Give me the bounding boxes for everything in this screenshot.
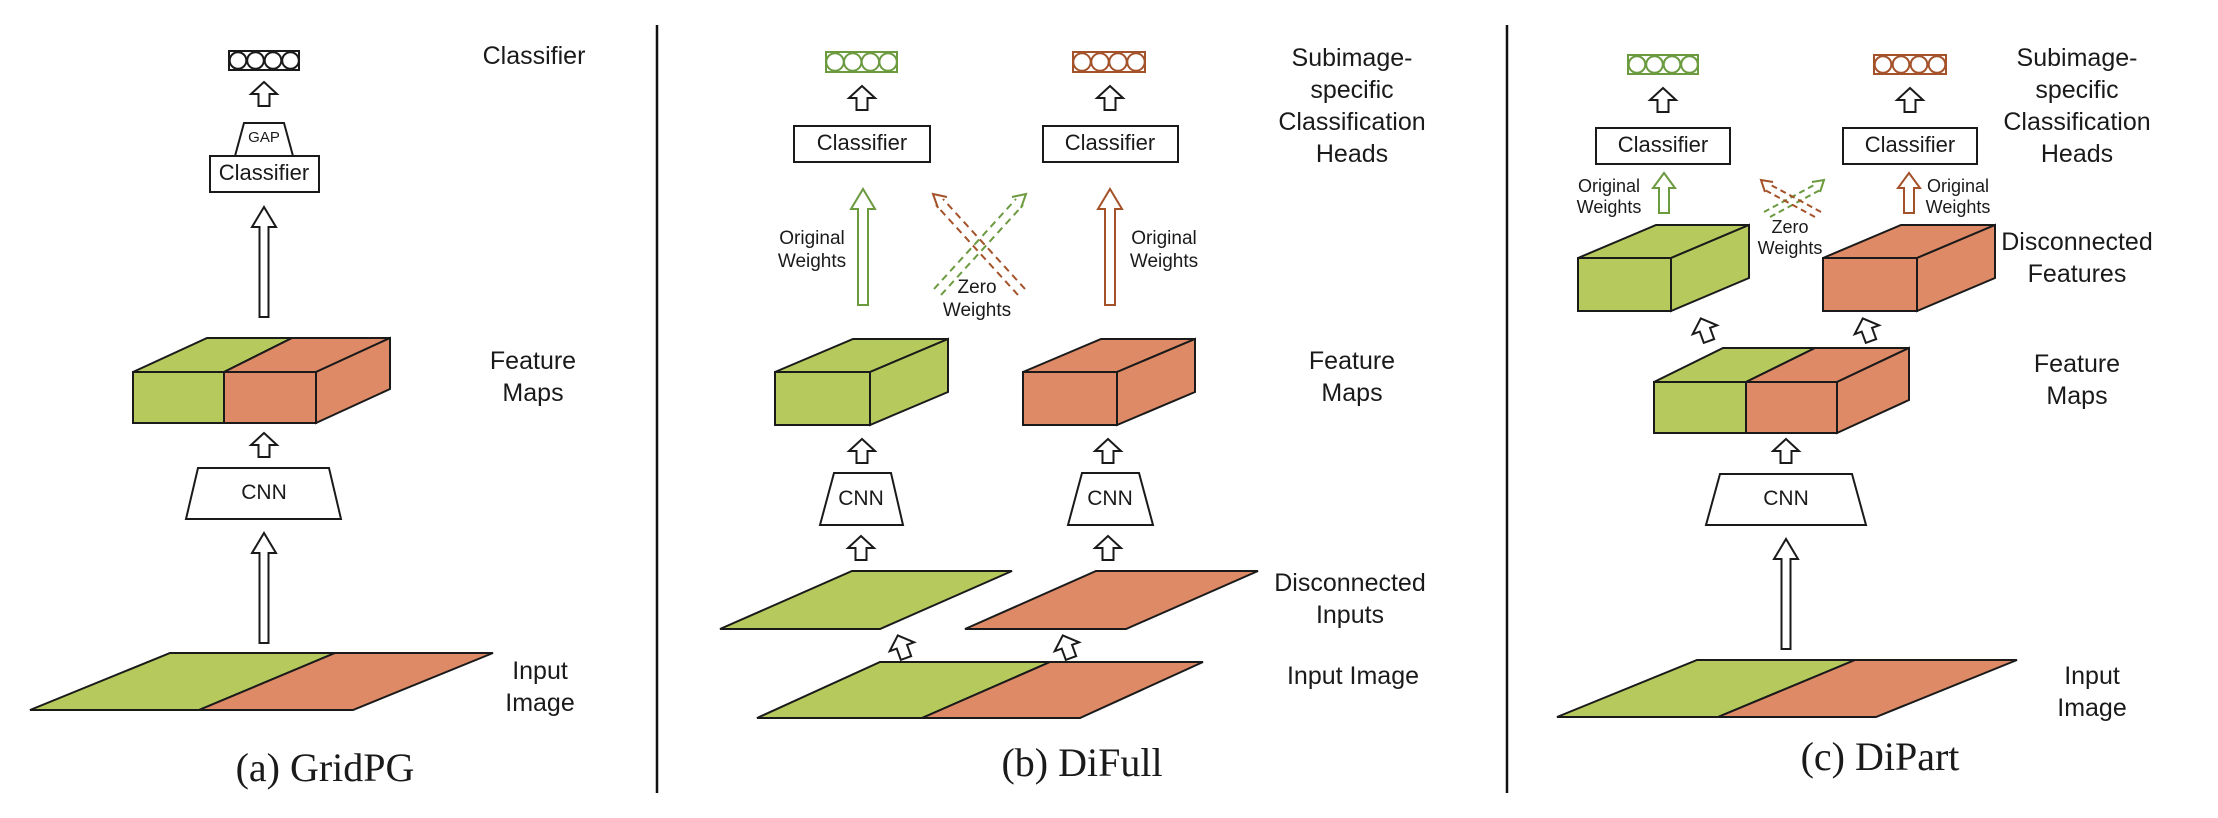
output-units-red-icon bbox=[1873, 54, 1947, 75]
input-image-shape bbox=[756, 661, 1204, 719]
disconnected-input-green bbox=[719, 570, 1013, 630]
gap-label: GAP bbox=[248, 129, 280, 146]
feature-maps-box bbox=[132, 336, 391, 425]
side-label-heads: Subimage- specific Classification Heads bbox=[2003, 44, 2151, 168]
side-label-heads: Subimage- specific Classification Heads bbox=[1278, 44, 1426, 168]
up-arrow-icon bbox=[1773, 538, 1799, 650]
panel-c-dipart bbox=[1556, 54, 2018, 718]
feature-maps-box-red bbox=[1022, 337, 1196, 427]
classifier-box-red bbox=[1042, 125, 1179, 163]
up-arrow-icon bbox=[1649, 87, 1677, 113]
up-arrow-icon bbox=[1772, 438, 1800, 464]
cnn-trapezoid bbox=[184, 467, 343, 520]
disconnected-features-box-green bbox=[1577, 223, 1750, 313]
side-label-input-image: Input Image bbox=[505, 657, 575, 717]
classifier-box-green bbox=[1595, 127, 1731, 165]
input-image-shape bbox=[29, 652, 494, 711]
tilted-up-arrow-icon bbox=[1849, 313, 1885, 347]
feature-maps-box bbox=[1653, 346, 1910, 435]
classifier-box bbox=[209, 155, 320, 193]
original-weights-arrow-green bbox=[850, 188, 876, 306]
cnn-label: CNN bbox=[1763, 487, 1809, 510]
panel-a-gridpg bbox=[29, 50, 494, 711]
output-units-red-icon bbox=[1072, 51, 1146, 73]
up-arrow-icon bbox=[251, 532, 277, 644]
side-label-input-image: Input Image bbox=[2057, 662, 2127, 722]
side-label-disconnected-inputs: Disconnected Inputs bbox=[1274, 569, 1426, 629]
classifier-box-label-green: Classifier bbox=[816, 130, 908, 155]
classifier-box-label-red: Classifier bbox=[1864, 132, 1956, 157]
zero-weights-cross-icon bbox=[931, 192, 1028, 296]
original-weights-label-red: Original Weights bbox=[1129, 228, 1199, 273]
output-units-icon bbox=[228, 50, 300, 71]
classifier-box-label-green: Classifier bbox=[1617, 132, 1709, 157]
side-label-input-image: Input Image bbox=[1286, 662, 1420, 690]
panel-b-caption: (b) DiFull bbox=[1001, 740, 1163, 785]
tilted-up-arrow-icon bbox=[1687, 313, 1723, 347]
classifier-box-label-red: Classifier bbox=[1064, 130, 1156, 155]
classifier-box-label: Classifier bbox=[218, 160, 310, 185]
output-units-green-icon bbox=[825, 51, 898, 73]
cnn-trapezoid-red bbox=[1066, 472, 1155, 526]
zero-weights-label: Zero Weights bbox=[1757, 217, 1823, 259]
original-weights-label-green: Original Weights bbox=[777, 228, 847, 273]
original-weights-label-green: Original Weights bbox=[1576, 176, 1642, 218]
cnn-label: CNN bbox=[241, 481, 287, 504]
feature-maps-box-green bbox=[774, 337, 949, 427]
up-arrow-icon bbox=[1094, 438, 1122, 464]
panel-b-difull bbox=[719, 51, 1259, 719]
disconnected-features-box-red bbox=[1822, 223, 1996, 313]
side-label-classifier: Classifier bbox=[482, 42, 586, 70]
input-image-shape bbox=[1556, 659, 2018, 718]
side-label-disconnected-features: Disconnected Features bbox=[2001, 228, 2153, 288]
disconnected-input-red bbox=[964, 570, 1259, 630]
panel-a-caption: (a) GridPG bbox=[235, 745, 415, 790]
zero-weights-cross-icon bbox=[1759, 178, 1826, 218]
up-arrow-icon bbox=[251, 206, 277, 318]
original-weights-arrow-red bbox=[1897, 172, 1921, 214]
tilted-up-arrow-icon bbox=[1049, 630, 1085, 664]
tilted-up-arrow-icon bbox=[884, 630, 920, 664]
classifier-box-red bbox=[1842, 127, 1978, 165]
side-label-feature-maps: Feature Maps bbox=[1308, 347, 1396, 407]
up-arrow-icon bbox=[1096, 85, 1124, 111]
original-weights-arrow-green bbox=[1652, 172, 1676, 214]
side-label-feature-maps: Feature Maps bbox=[2033, 350, 2121, 410]
up-arrow-icon bbox=[1094, 535, 1122, 561]
cnn-label-green: CNN bbox=[838, 487, 884, 510]
up-arrow-icon bbox=[848, 438, 876, 464]
up-arrow-icon bbox=[848, 85, 876, 111]
zero-weights-label: Zero Weights bbox=[942, 277, 1012, 322]
output-units-green-icon bbox=[1627, 54, 1699, 75]
up-arrow-icon bbox=[250, 81, 278, 107]
cnn-label-red: CNN bbox=[1087, 487, 1133, 510]
up-arrow-icon bbox=[250, 432, 278, 458]
classifier-box-green bbox=[793, 125, 931, 163]
up-arrow-icon bbox=[847, 535, 875, 561]
cnn-trapezoid-green bbox=[818, 472, 905, 526]
up-arrow-icon bbox=[1896, 87, 1924, 113]
panel-c-caption: (c) DiPart bbox=[1800, 734, 1960, 779]
original-weights-arrow-red bbox=[1097, 188, 1123, 306]
cnn-trapezoid bbox=[1704, 473, 1868, 526]
side-label-feature-maps: Feature Maps bbox=[489, 347, 577, 407]
original-weights-label-red: Original Weights bbox=[1925, 176, 1991, 218]
